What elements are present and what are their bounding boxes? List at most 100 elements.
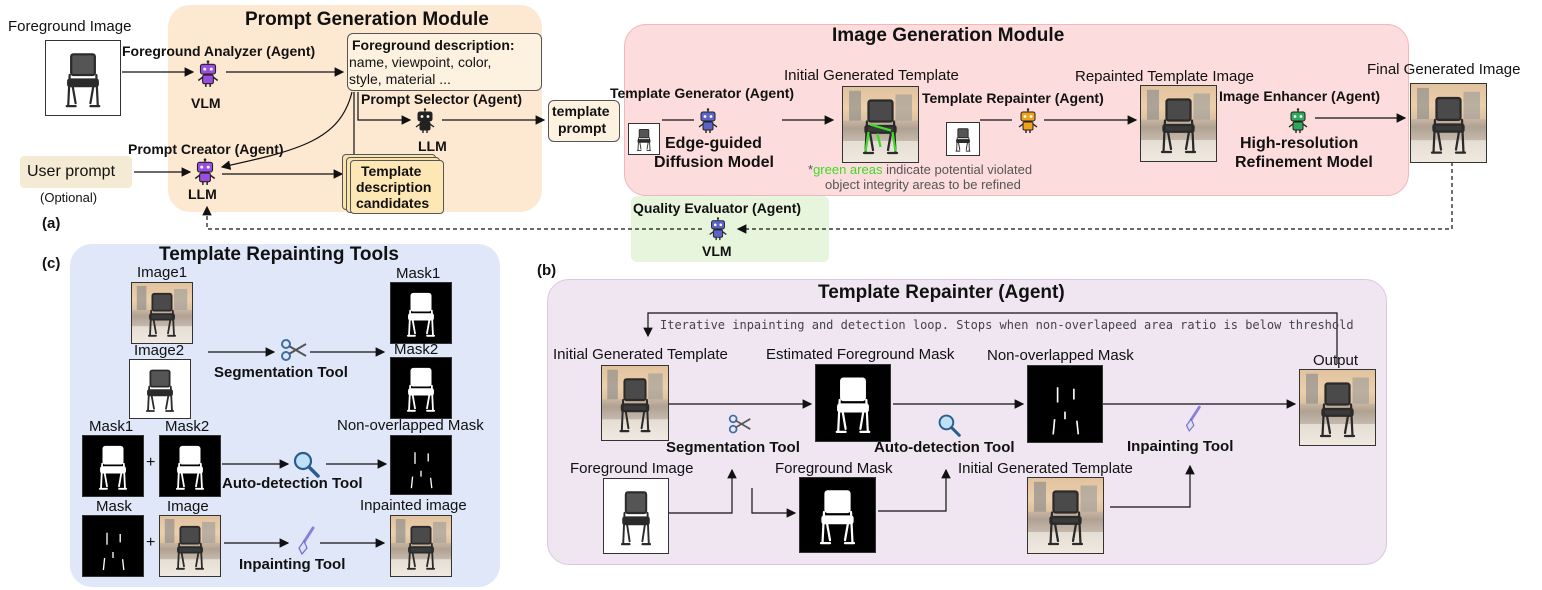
repainted-template-label: Repainted Template Image — [1075, 68, 1255, 85]
row2-mask2-image — [159, 435, 221, 497]
mask1-label: Mask1 — [396, 265, 441, 282]
quality-evaluator-label: Quality Evaluator (Agent) — [633, 200, 802, 216]
edge-chair-thumbnail — [628, 123, 660, 155]
rp-initial-template2-image — [1027, 477, 1104, 554]
vlm-label: VLM — [191, 95, 221, 111]
inpainted-image — [390, 515, 452, 577]
repainter-panel-title: Template Repainter (Agent) — [818, 282, 1065, 303]
robot-icon — [413, 108, 437, 134]
plus-sign: + — [146, 454, 156, 471]
rp-autodetection-tool-label: Auto-detection Tool — [874, 439, 1015, 456]
row3-photo — [159, 515, 221, 577]
non-overlapped-label: Non-overlapped Mask — [337, 417, 484, 434]
creator-llm-label: LLM — [188, 186, 217, 202]
scissors-icon — [728, 412, 752, 436]
repainted-template-image — [1140, 85, 1217, 162]
refinement-line: High-resolution — [1240, 135, 1359, 152]
foreground-analyzer-label: Foreground Analyzer (Agent) — [122, 43, 316, 59]
autodetection-tool-label: Auto-detection Tool — [222, 475, 363, 492]
green-area-note: *green areas indicate potential violated… — [808, 162, 1108, 192]
rp-foreground-mask-image — [799, 477, 876, 553]
user-prompt-label: User prompt — [27, 163, 116, 180]
template-prompt-box — [548, 100, 620, 142]
edge-guided-line: Edge-guided — [665, 135, 762, 152]
candidates-line: description — [356, 179, 432, 195]
plus-sign: + — [146, 534, 156, 551]
rp-output-image — [1299, 369, 1376, 446]
robot-icon — [696, 108, 720, 134]
prompt-creator-label: Prompt Creator (Agent) — [128, 141, 284, 157]
row3-mask-image — [82, 515, 144, 577]
rp-output-label: Output — [1313, 352, 1359, 369]
template-repainter-label: Template Repainter (Agent) — [922, 90, 1104, 106]
magnifier-icon — [937, 413, 961, 437]
template-repainter-panel — [547, 279, 1387, 565]
brush-icon — [1181, 405, 1203, 433]
row2-mask1-label: Mask1 — [89, 418, 134, 435]
rp-initial-template2-label: Initial Generated Template — [958, 460, 1133, 477]
image-module-title: Image Generation Module — [832, 25, 1065, 46]
robot-icon — [195, 60, 221, 88]
note-rest-text: indicate potential violated — [882, 162, 1033, 177]
image1-label: Image1 — [137, 264, 188, 281]
final-image-label: Final Generated Image — [1367, 61, 1521, 78]
panel-label-a: (a) — [42, 215, 61, 232]
rp-foreground-image-label: Foreground Image — [570, 460, 694, 477]
row2-mask1-image — [82, 435, 144, 497]
initial-template-label: Initial Generated Template — [784, 67, 959, 84]
rp-est-fg-mask-label: Estimated Foreground Mask — [766, 346, 955, 363]
note-line2: object integrity areas to be refined — [825, 177, 1021, 192]
edge-guided-line: Diffusion Model — [654, 154, 774, 171]
prompt-module-title: Prompt Generation Module — [245, 9, 489, 30]
candidates-line: candidates — [356, 195, 430, 211]
panel-label-b: (b) — [537, 262, 557, 279]
initial-template-image — [842, 86, 919, 163]
fg-description-title: Foreground description: — [352, 37, 515, 53]
repainter-chair-thumbnail — [946, 122, 980, 156]
rp-non-overlapped-label: Non-overlapped Mask — [987, 347, 1134, 364]
rp-segmentation-tool-label: Segmentation Tool — [666, 439, 800, 456]
image1-photo — [131, 282, 193, 344]
magnifier-icon — [292, 450, 320, 478]
scissors-icon — [280, 336, 308, 364]
rp-foreground-image — [603, 478, 669, 554]
note-star: * — [808, 162, 814, 177]
quality-vlm-label: VLM — [702, 243, 732, 259]
image2-label: Image2 — [134, 342, 185, 359]
image2-photo — [129, 359, 191, 419]
robot-icon — [706, 217, 730, 241]
rp-initial-template-image — [601, 365, 669, 441]
foreground-image — [45, 40, 121, 116]
mask-label: Mask — [96, 498, 132, 515]
robot-icon — [192, 158, 218, 186]
brush-icon — [292, 526, 318, 556]
segmentation-tool-label: Segmentation Tool — [214, 364, 348, 381]
template-prompt-line: prompt — [558, 120, 607, 136]
image-label: Image — [167, 498, 209, 515]
inpainting-tool-label: Inpainting Tool — [239, 556, 346, 573]
prompt-selector-label: Prompt Selector (Agent) — [361, 91, 523, 107]
mask1-image — [390, 282, 452, 344]
robot-icon — [1016, 108, 1040, 134]
mask2-label: Mask2 — [394, 341, 439, 358]
rp-foreground-mask-label: Foreground Mask — [775, 460, 893, 477]
llm-label: LLM — [418, 138, 447, 154]
foreground-description-box — [347, 33, 542, 91]
template-prompt-line: template — [552, 103, 610, 119]
panel-label-c: (c) — [42, 255, 61, 272]
mask2-image — [390, 357, 452, 419]
non-overlapped-image — [390, 435, 452, 495]
optional-label: (Optional) — [40, 190, 98, 205]
final-generated-image — [1410, 83, 1487, 163]
rp-non-overlapped-image — [1027, 365, 1103, 443]
note-green-text: green areas — [813, 162, 883, 177]
rp-est-fg-mask-image — [815, 364, 891, 442]
image-generation-panel — [624, 24, 1409, 196]
loop-note: Iterative inpainting and detection loop.… — [660, 318, 1354, 332]
tools-panel-title: Template Repainting Tools — [159, 244, 399, 265]
image-enhancer-label: Image Enhancer (Agent) — [1219, 88, 1381, 104]
fg-description-line: style, material ... — [349, 71, 451, 87]
candidates-line: Template — [361, 163, 422, 179]
candidate-card-front — [350, 160, 444, 214]
